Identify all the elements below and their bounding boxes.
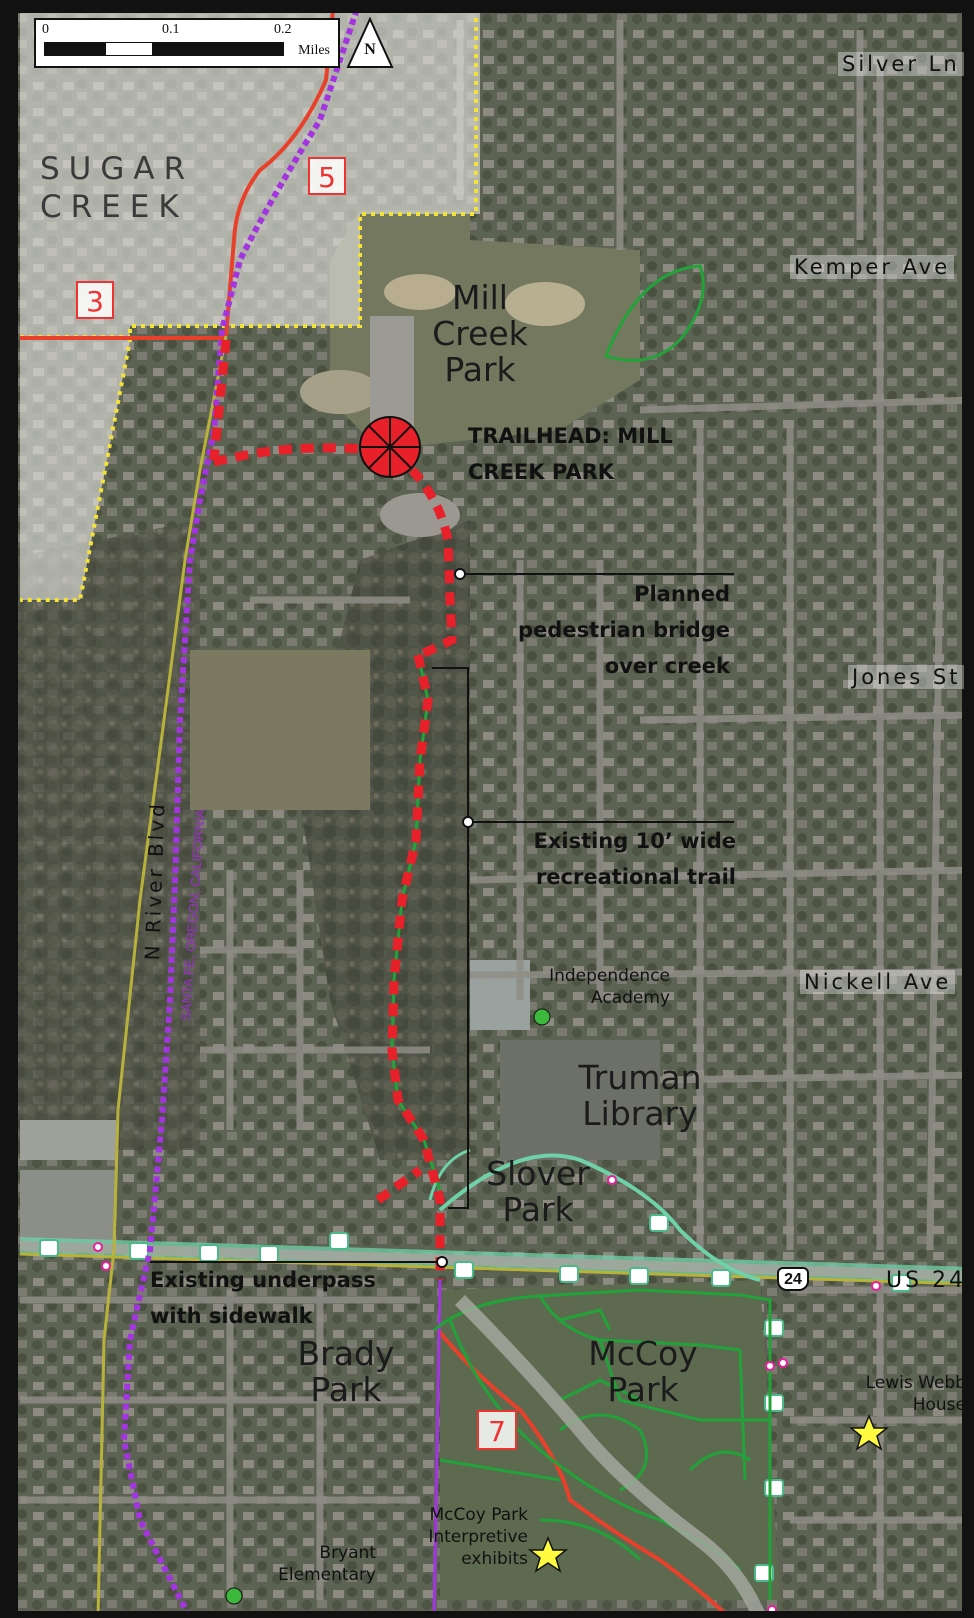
poi-label-lewis-webb: Lewis Webb House (865, 1373, 966, 1415)
scale-bar: 0 0.1 0.2 Miles (34, 18, 340, 68)
poi-label-independence-academy: Independence Academy (549, 966, 670, 1008)
scale-tick-0: 0 (42, 22, 49, 37)
street-label-jones: Jones St (848, 665, 965, 689)
us24-highway-shield-icon: 24 (777, 1267, 809, 1291)
segment-marker-3[interactable]: 3 (76, 281, 114, 319)
park-label-slover: Slover Park (486, 1154, 590, 1229)
city-label-line2: CREEK (40, 189, 188, 225)
callout-bridge: Planned pedestrian bridge over creek (518, 582, 730, 678)
street-label-nickell: Nickell Ave (800, 970, 956, 994)
scale-tick-2: 0.2 (274, 22, 292, 37)
street-label-kemper: Kemper Ave (790, 255, 955, 279)
segment-marker-5[interactable]: 5 (308, 157, 346, 195)
north-label: N (364, 41, 376, 58)
callout-trailhead: TRAILHEAD: MILL CREEK PARK (468, 424, 673, 484)
north-arrow-icon: N (346, 16, 394, 69)
callout-trail: Existing 10’ wide recreational trail (533, 829, 736, 889)
park-label-truman-library: Truman Library (578, 1058, 702, 1133)
street-label-us24: US 24 (886, 1268, 967, 1293)
poi-label-bryant-elementary: Bryant Elementary (278, 1543, 376, 1585)
park-label-mill-creek: Mill Creek Park (432, 278, 528, 389)
park-label-brady: Brady Park (297, 1334, 395, 1409)
segment-marker-7[interactable]: 7 (477, 1410, 517, 1450)
city-label: SUGAR CREEK (40, 150, 194, 226)
trailhead-marker-icon (359, 416, 421, 478)
scale-tick-1: 0.1 (162, 22, 180, 37)
city-label-line1: SUGAR (40, 151, 195, 187)
poi-label-mccoy-exhibits: McCoy Park Interpretive exhibits (428, 1505, 528, 1569)
street-label-silver: Silver Ln (838, 52, 964, 76)
park-label-mccoy: McCoy Park (588, 1334, 698, 1409)
callout-underpass: Existing underpass with sidewalk (150, 1268, 376, 1328)
scale-unit: Miles (298, 43, 330, 58)
